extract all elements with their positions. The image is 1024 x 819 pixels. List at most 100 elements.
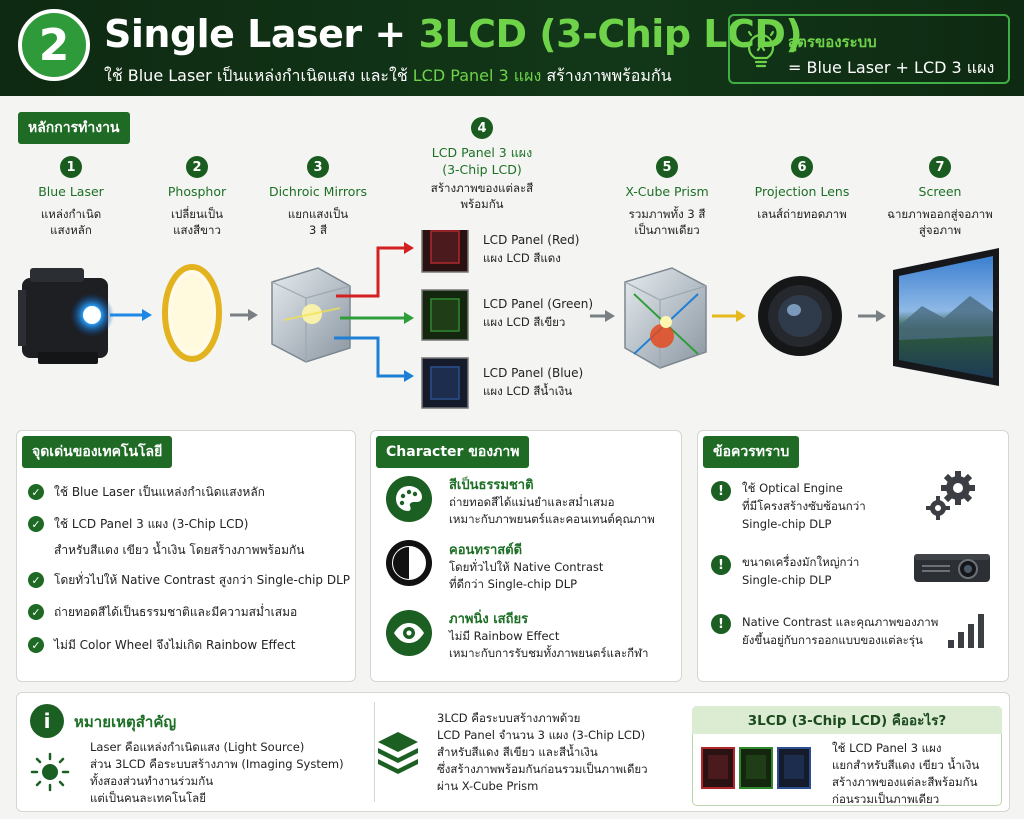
step-2-title: Phosphor xyxy=(167,184,227,199)
subtitle-part-b: LCD Panel 3 แผง xyxy=(412,66,542,85)
important-line: แต่เป็นคนละเทคโนโลยี xyxy=(90,791,206,805)
character-title: สีเป็นธรรมชาติ xyxy=(449,478,534,493)
step-1-title: Blue Laser xyxy=(38,184,104,199)
what-is-3lcd-title: 3LCD (3-Chip LCD) คืออะไร? xyxy=(692,706,1002,734)
step-4-number: 4 xyxy=(471,117,493,139)
rgb-lcd-chips-icon xyxy=(701,747,811,789)
character-label: Character ของภาพ xyxy=(376,436,530,468)
sun-icon xyxy=(30,752,70,792)
warning-icon: ! xyxy=(711,614,731,634)
character-desc-line1: โดยทั่วไปให้ Native Contrast xyxy=(449,560,604,574)
note-desc-line1: Native Contrast และคุณภาพของภาพ xyxy=(742,615,939,629)
what-line: แยกสำหรับสีแดง เขียว น้ำเงิน xyxy=(832,758,980,772)
character-title: ภาพนิ่ง เสถียร xyxy=(449,612,529,627)
step-4-desc-line1: สร้างภาพของแต่ละสี xyxy=(430,181,534,195)
step-2-desc-line1: เปลี่ยนเป็น xyxy=(171,207,223,221)
lcd-blue-sub: แผง LCD สีน้ำเงิน xyxy=(483,384,573,398)
note-desc-line1: ใช้ Optical Engine xyxy=(742,481,843,495)
step-2-desc-line2: แสงสีขาว xyxy=(173,223,221,237)
formula-box: สูตรของระบบ = Blue Laser + LCD 3 แผง xyxy=(728,14,1010,84)
feature-item: ถ่ายทอดสีได้เป็นธรรมชาติและมีความสม่ำเสม… xyxy=(54,605,298,619)
note-desc-line2: ยังขึ้นอยู่กับการออกแบบของแต่ละรุ่น xyxy=(742,633,923,647)
step-7-desc-line2: สู่จอภาพ xyxy=(918,223,962,237)
character-desc-line1: ไม่มี Rainbow Effect xyxy=(449,629,560,643)
eye-icon xyxy=(386,610,432,656)
check-icon: ✓ xyxy=(28,516,44,532)
step-4-title-line1: LCD Panel 3 แผง xyxy=(431,145,533,160)
what-is-3lcd-text: ใช้ LCD Panel 3 แผงแยกสำหรับสีแดง เขียว … xyxy=(832,740,979,808)
middle-line: ผ่าน X-Cube Prism xyxy=(437,779,539,793)
step-3-desc-line1: แยกแสงเป็น xyxy=(287,207,349,221)
lcd-blue-title: LCD Panel (Blue) xyxy=(483,366,584,380)
note-desc-line3: Single-chip DLP xyxy=(742,517,832,531)
threelcd-description: 3LCD คือระบบสร้างภาพด้วย LCD Panel จำนวน … xyxy=(437,710,648,795)
check-icon: ✓ xyxy=(28,604,44,620)
step-6-desc: เลนส์ถ่ายทอดภาพ xyxy=(757,207,847,221)
screen-icon xyxy=(893,248,999,386)
character-desc-line2: เหมาะกับภาพยนตร์และคอนเทนต์คุณภาพ xyxy=(449,512,655,526)
feature-item: สำหรับสีแดง เขียว น้ำเงิน โดยสร้างภาพพร้… xyxy=(54,543,305,557)
character-desc-line2: เหมาะกับการรับชมทั้งภาพยนตร์และกีฬา xyxy=(449,646,649,660)
step-7-desc: ฉายภาพออกสู่จอภาพสู่จอภาพ xyxy=(887,206,993,238)
features-panel xyxy=(16,430,356,682)
subtitle-part-a: ใช้ Blue Laser เป็นแหล่งกำเนิดแสง และใช้ xyxy=(104,66,413,85)
header: 2 Single Laser + 3LCD (3-Chip LCD) ใช้ B… xyxy=(0,0,1024,96)
note-desc-line1: ขนาดเครื่องมักใหญ่กว่า xyxy=(742,555,860,569)
blue-laser-icon xyxy=(18,268,114,364)
step-4-title: LCD Panel 3 แผง(3-Chip LCD) xyxy=(432,144,532,178)
section-number-badge: 2 xyxy=(18,9,90,81)
check-icon: ✓ xyxy=(28,484,44,500)
middle-line: LCD Panel จำนวน 3 แผง (3-Chip LCD) xyxy=(437,728,646,742)
contrast-icon xyxy=(386,540,432,586)
step-1-desc: แหล่งกำเนิดแสงหลัก xyxy=(41,206,101,238)
warning-icon: ! xyxy=(711,481,731,501)
middle-line: ซึ่งสร้างภาพพร้อมกันก่อนรวมเป็นภาพเดียว xyxy=(437,762,648,776)
character-desc-line1: ถ่ายทอดสีได้แม่นยำและสม่ำเสมอ xyxy=(449,495,615,509)
info-icon: i xyxy=(30,704,64,738)
step-5-desc-line2: เป็นภาพเดียว xyxy=(634,223,700,237)
character-desc: ถ่ายทอดสีได้แม่นยำและสม่ำเสมอเหมาะกับภาพ… xyxy=(449,494,655,528)
lcd-red-sub: แผง LCD สีแดง xyxy=(483,251,561,265)
step-7-desc-line1: ฉายภาพออกสู่จอภาพ xyxy=(887,207,993,221)
step-4-desc: สร้างภาพของแต่ละสีพร้อมกัน xyxy=(431,180,533,212)
lcd-panel-blue-icon xyxy=(421,357,469,409)
middle-line: 3LCD คือระบบสร้างภาพด้วย xyxy=(437,711,581,725)
important-note-text: Laser คือแหล่งกำเนิดแสง (Light Source) ส่… xyxy=(90,739,344,807)
what-line: สร้างภาพของแต่ละสีพร้อมกัน xyxy=(832,775,978,789)
features-label: จุดเด่นของเทคโนโลยี xyxy=(22,436,173,468)
feature-item: โดยทั่วไปให้ Native Contrast สูงกว่า Sin… xyxy=(54,573,351,587)
lightbulb-icon xyxy=(743,28,779,68)
character-title: คอนทราสต์ดี xyxy=(449,543,523,558)
step-7-title: Screen xyxy=(918,184,962,199)
check-icon: ✓ xyxy=(28,637,44,653)
process-label: หลักการทำงาน xyxy=(18,112,130,144)
step-3-number: 3 xyxy=(307,156,329,178)
important-line: ส่วน 3LCD คือระบบสร้างภาพ (Imaging Syste… xyxy=(90,757,344,771)
lcd-green-title: LCD Panel (Green) xyxy=(483,297,594,311)
important-note-title: หมายเหตุสำคัญ xyxy=(74,713,177,731)
character-desc: ไม่มี Rainbow Effect เหมาะกับการรับชมทั้ง… xyxy=(449,628,648,662)
middle-line: สำหรับสีแดง สีเขียว และสีน้ำเงิน xyxy=(437,745,598,759)
important-line: Laser คือแหล่งกำเนิดแสง (Light Source) xyxy=(90,740,305,754)
feature-item: ใช้ LCD Panel 3 แผง (3-Chip LCD) xyxy=(54,517,249,531)
step-1-desc-line2: แสงหลัก xyxy=(50,223,92,237)
lcd-red-label: LCD Panel (Red)แผง LCD สีแดง xyxy=(483,231,579,267)
step-2-desc: เปลี่ยนเป็นแสงสีขาว xyxy=(171,206,223,238)
divider xyxy=(374,702,375,802)
lcd-panel-green-icon xyxy=(421,289,469,341)
projection-lens-icon xyxy=(758,276,842,356)
page-subtitle: ใช้ Blue Laser เป็นแหล่งกำเนิดแสง และใช้… xyxy=(104,64,672,89)
notes-label: ข้อควรทราบ xyxy=(703,436,800,468)
what-line: ใช้ LCD Panel 3 แผง xyxy=(832,741,942,755)
lcd-green-label: LCD Panel (Green) แผง LCD สีเขียว xyxy=(483,295,593,331)
note-desc-line2: ที่มีโครงสร้างซับซ้อนกว่า xyxy=(742,499,866,513)
phosphor-ring-icon xyxy=(162,264,222,362)
subtitle-part-c: สร้างภาพพร้อมกัน xyxy=(541,66,672,85)
step-6-title: Projection Lens xyxy=(754,184,850,199)
lcd-green-sub: แผง LCD สีเขียว xyxy=(483,315,566,329)
step-5-desc: รวมภาพทั้ง 3 สีเป็นภาพเดียว xyxy=(629,206,706,238)
feature-item: ใช้ Blue Laser เป็นแหล่งกำเนิดแสงหลัก xyxy=(54,485,265,499)
